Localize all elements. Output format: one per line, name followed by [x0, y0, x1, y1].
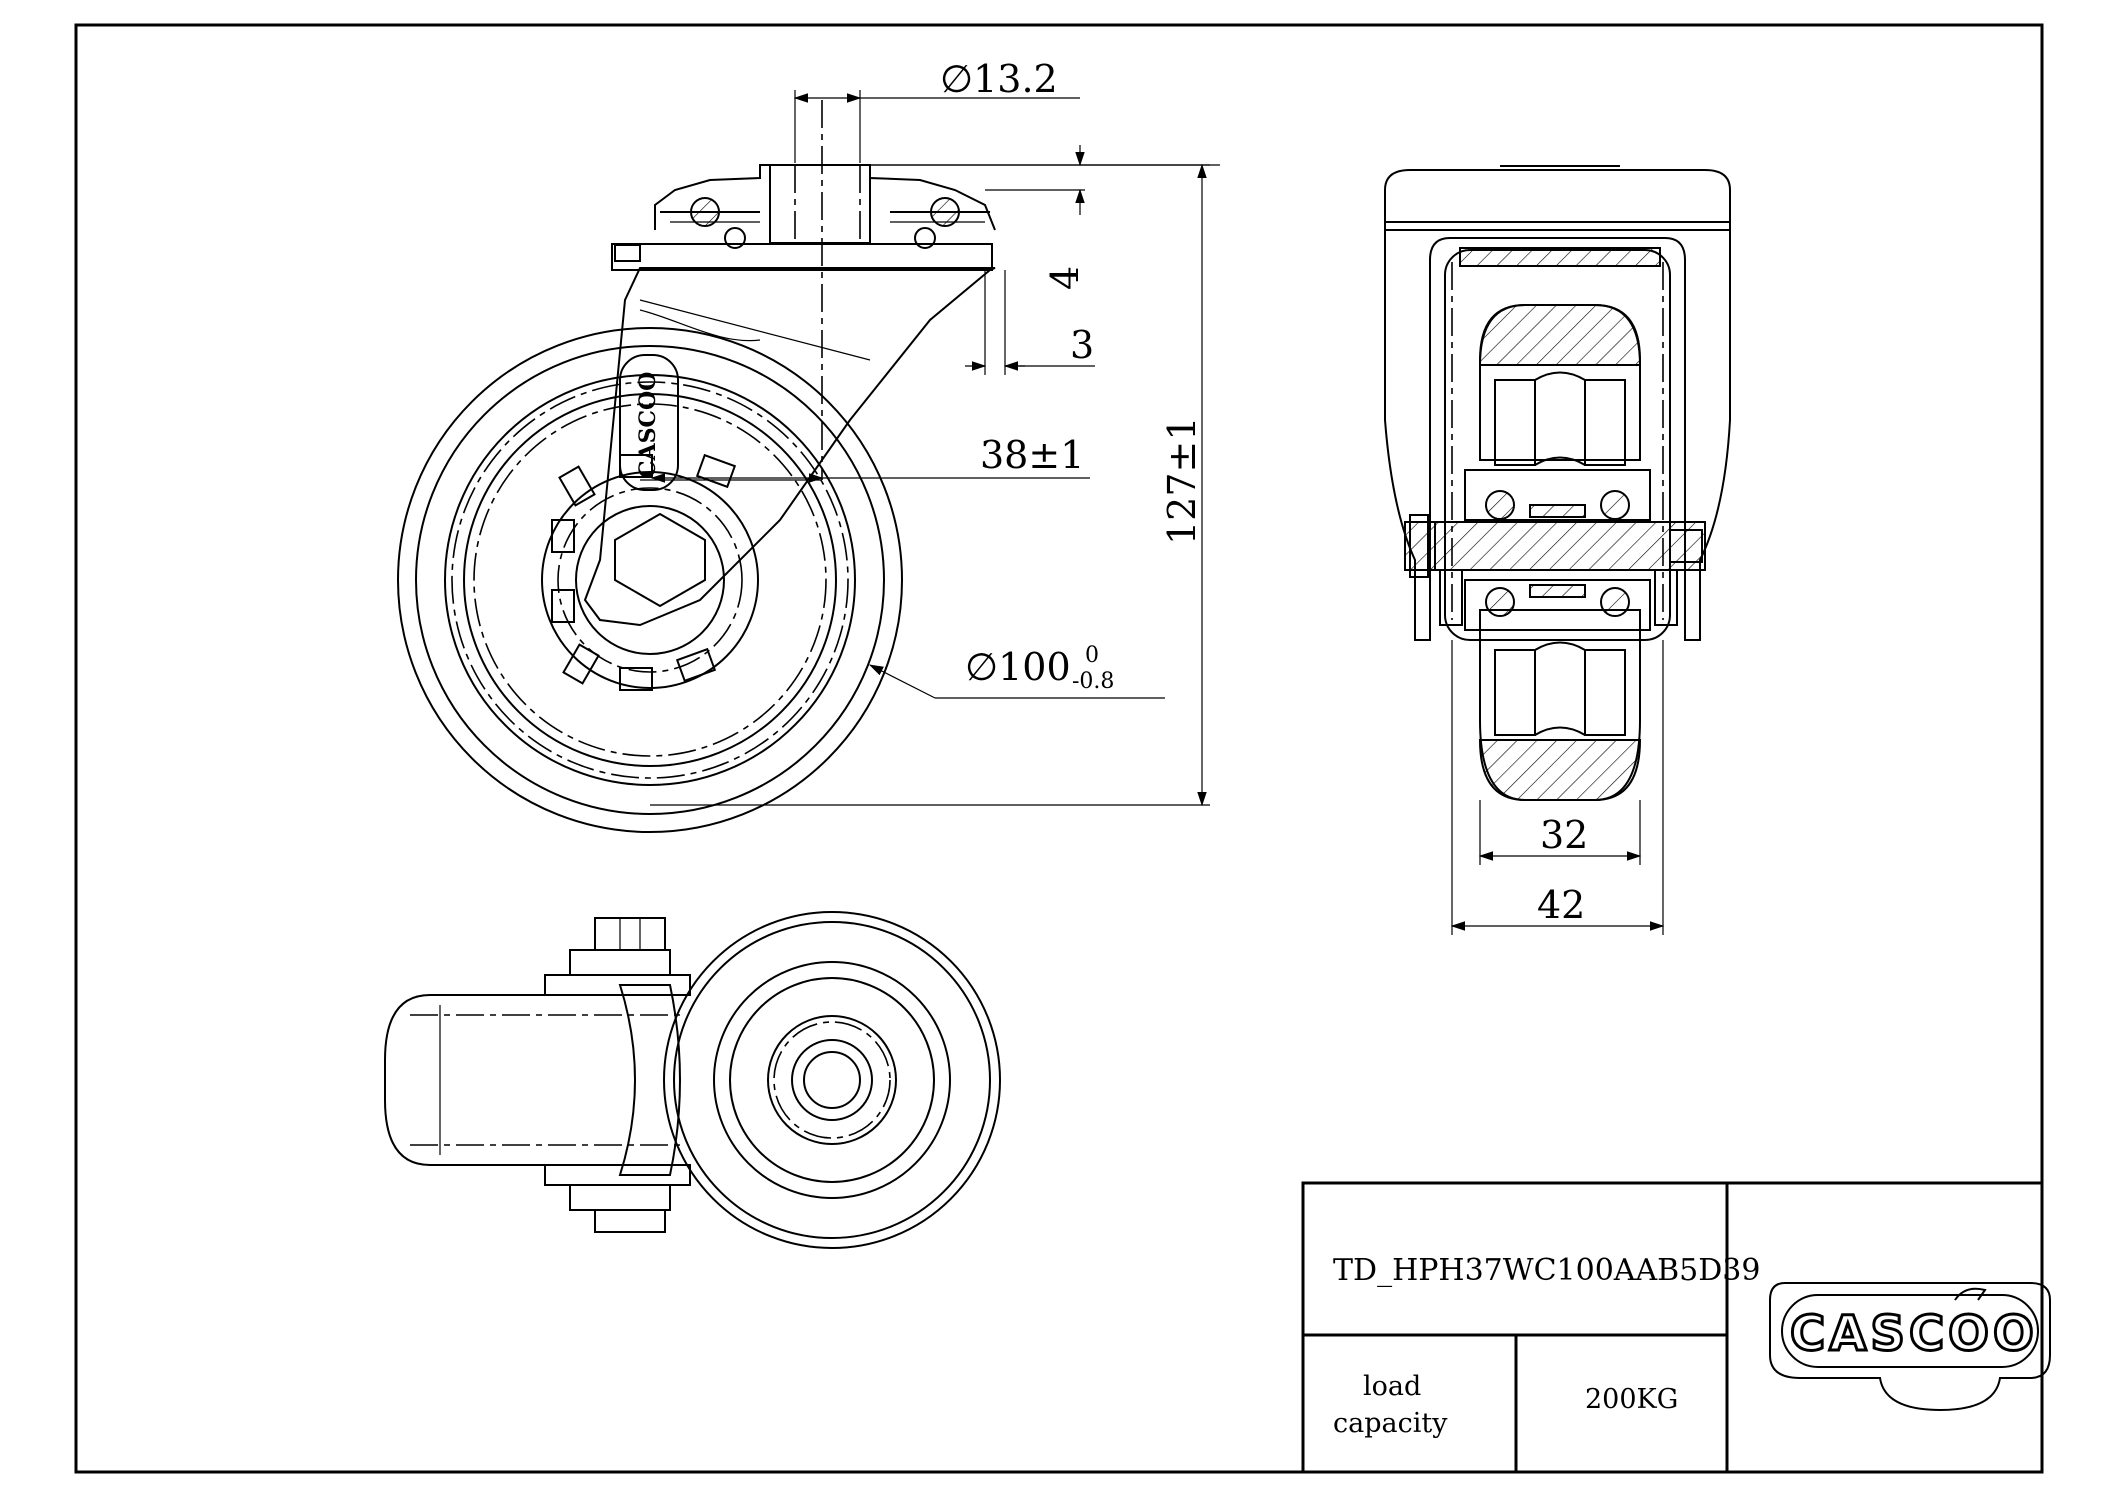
dim-swivel-offset: 38±1 — [980, 433, 1084, 477]
front-view: 32 42 — [1384, 165, 1731, 935]
load-capacity-label-line1: load — [1363, 1371, 1421, 1402]
dim-tread-width: 32 — [1540, 813, 1588, 857]
dim-wheel-tol-upper: 0 — [1085, 643, 1099, 668]
top-plate — [611, 243, 993, 271]
front-fork — [1384, 230, 1731, 641]
title-block: TD_HPH37WC100AAB5D39 load capacity 200KG… — [1301, 1181, 2051, 1474]
side-wheel-tread-inner — [415, 345, 885, 815]
logo-text: CASCOO — [1790, 1306, 2038, 1362]
bottom-view — [384, 911, 1001, 1249]
side-wheel-outer — [397, 327, 903, 833]
dim-overall-height: 127±1 — [1160, 416, 1204, 545]
cascoo-logo: CASCOO — [1769, 1282, 2051, 1412]
leg-logo-text: CASCOO — [635, 372, 661, 478]
dim-plate-thickness: 4 — [1043, 266, 1087, 290]
leg-logo-plate — [619, 354, 679, 491]
dim-wheel-tol-lower: -0.8 — [1072, 669, 1114, 694]
drawing-number: TD_HPH37WC100AAB5D39 — [1333, 1253, 1761, 1288]
side-view: CASCOO ∅13.2 4 — [397, 57, 1220, 833]
load-capacity-value: 200KG — [1585, 1384, 1678, 1415]
load-capacity-label-line2: capacity — [1333, 1408, 1448, 1439]
dim-offset-small: 3 — [1070, 323, 1094, 367]
dim-kingpin-bore: ∅13.2 — [940, 57, 1058, 101]
dim-overall-width: 42 — [1537, 883, 1585, 927]
kingpin-housing — [769, 164, 871, 244]
dim-wheel-diameter: ∅100 — [965, 645, 1071, 689]
front-axle — [1404, 521, 1706, 571]
sheet-border — [74, 23, 2044, 1474]
bottom-wheel-outer — [663, 911, 1001, 1249]
axle-nut — [614, 512, 706, 608]
